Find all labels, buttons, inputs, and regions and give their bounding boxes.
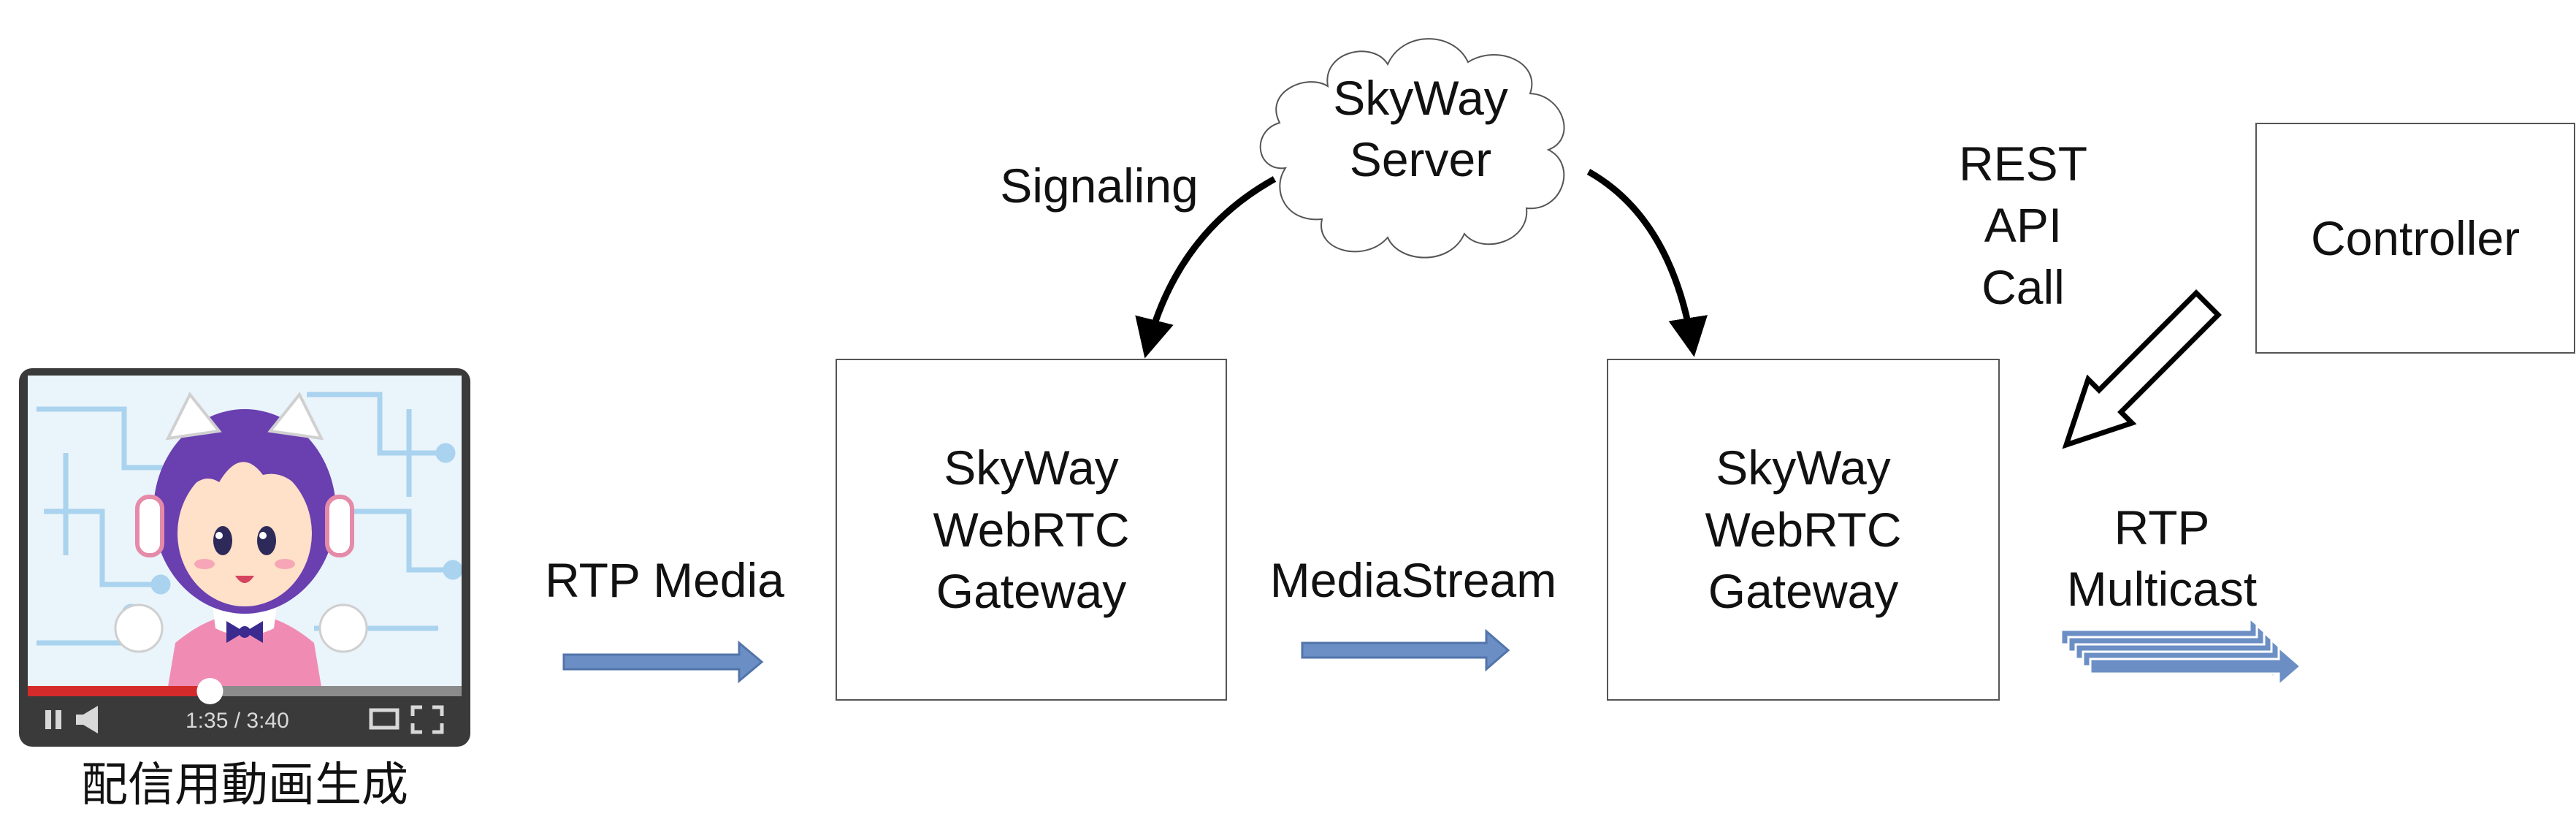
rest-api-arrow bbox=[2062, 289, 2222, 449]
mediastream-arrow bbox=[1301, 628, 1510, 672]
time-total: 3:40 bbox=[246, 709, 288, 733]
time-current: 1:35 bbox=[186, 709, 228, 733]
signaling-label: Signaling bbox=[1000, 159, 1199, 213]
server-cloud bbox=[1259, 38, 1565, 259]
video-player-icon: 1:35 / 3:40 bbox=[19, 368, 470, 747]
gateway-a-line-1: SkyWay bbox=[944, 441, 1119, 495]
gateway-a-line-3: Gateway bbox=[936, 564, 1127, 619]
gateway-b-line-3: Gateway bbox=[1708, 564, 1899, 619]
rtp-media-label: RTP Media bbox=[545, 553, 784, 607]
fullscreen-icon[interactable] bbox=[410, 705, 444, 734]
character-illustration bbox=[114, 392, 368, 686]
signaling-arrow-left bbox=[1135, 176, 1277, 359]
progress-fill bbox=[28, 686, 210, 696]
gateway-b-box: SkyWay WebRTC Gateway bbox=[1607, 359, 2000, 701]
time-separator: / bbox=[228, 709, 246, 733]
gateway-a-line-2: WebRTC bbox=[933, 502, 1130, 557]
play-pause-icon[interactable] bbox=[45, 710, 61, 729]
gateway-b-line-2: WebRTC bbox=[1705, 502, 1902, 557]
server-line-1: SkyWay bbox=[1333, 71, 1508, 125]
rtp-multicast-line-1: RTP bbox=[2114, 500, 2210, 555]
rtp-media-arrow bbox=[562, 640, 764, 684]
controller-box: Controller bbox=[2255, 123, 2575, 354]
rest-api-label: REST API Call bbox=[1928, 133, 2118, 318]
rtp-multicast-label: RTP Multicast bbox=[2038, 497, 2286, 620]
controller-label: Controller bbox=[2310, 210, 2520, 265]
rtp-multicast-line-2: Multicast bbox=[2066, 562, 2258, 617]
server-label: SkyWay Server bbox=[1311, 67, 1530, 191]
gateway-a-label: SkyWay WebRTC Gateway bbox=[933, 437, 1130, 622]
signaling-arrow-right bbox=[1586, 169, 1708, 357]
rest-api-line-2: API bbox=[1984, 198, 2063, 253]
svg-text:1:35 / 3:40: 1:35 / 3:40 bbox=[186, 709, 289, 733]
gateway-a-box: SkyWay WebRTC Gateway bbox=[836, 359, 1227, 701]
mediastream-label: MediaStream bbox=[1269, 553, 1557, 607]
gateway-b-label: SkyWay WebRTC Gateway bbox=[1705, 437, 1902, 622]
theater-icon[interactable] bbox=[369, 708, 400, 730]
server-line-2: Server bbox=[1349, 132, 1492, 187]
gateway-b-line-1: SkyWay bbox=[1716, 441, 1891, 495]
rest-api-line-1: REST bbox=[1958, 137, 2088, 191]
video-caption: 配信用動画生成 bbox=[81, 758, 408, 812]
volume-icon[interactable] bbox=[76, 706, 98, 734]
rest-api-line-3: Call bbox=[1981, 259, 2065, 314]
progress-knob[interactable] bbox=[196, 678, 223, 704]
rtp-multicast-arrow bbox=[2060, 615, 2303, 688]
